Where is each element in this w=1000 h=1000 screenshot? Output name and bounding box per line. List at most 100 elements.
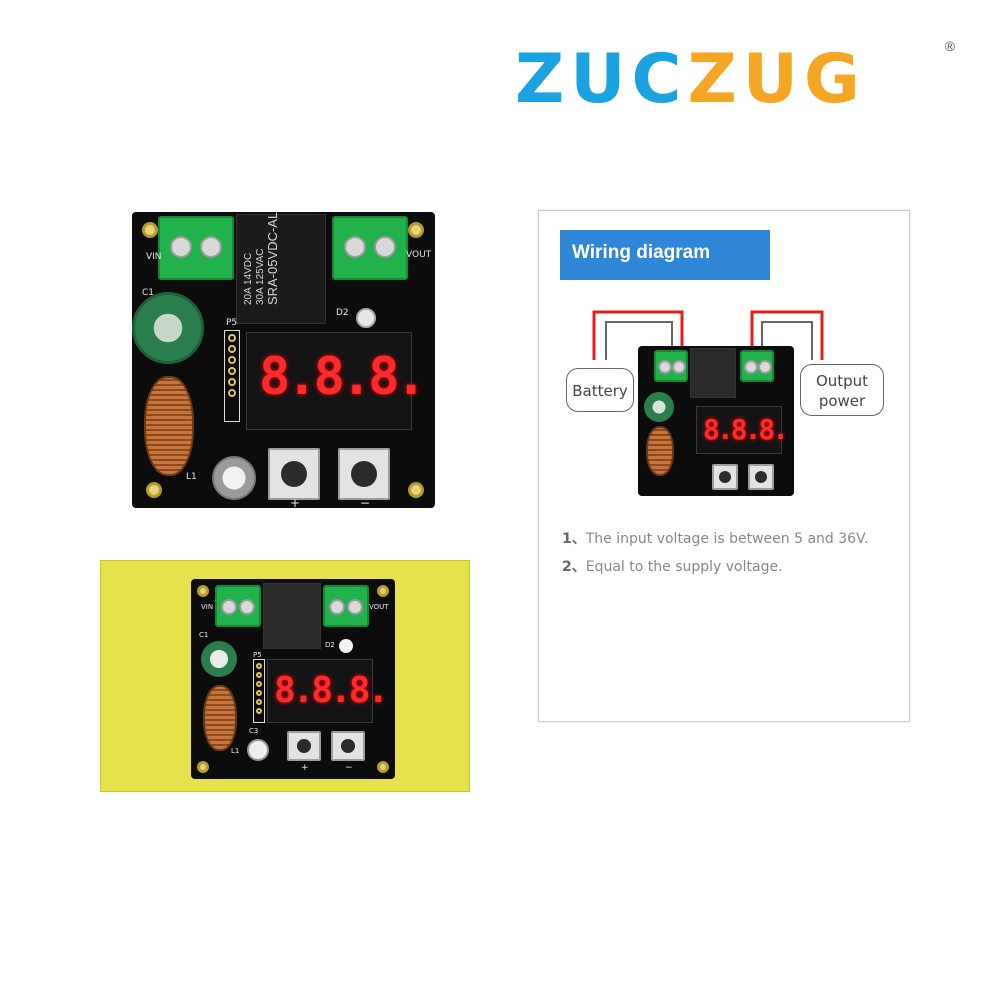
- plus-label: +: [290, 496, 301, 510]
- button-cap: [297, 739, 311, 753]
- package-label-p5: P5: [253, 651, 262, 659]
- pin: [228, 334, 236, 342]
- package-label-d2: D2: [325, 641, 335, 649]
- package-plus-button: [287, 731, 321, 761]
- diagram-capacitor: [644, 392, 674, 422]
- display-digits: 8.8.8.: [259, 347, 427, 407]
- diagram-display-digits: 8.8.8.: [703, 413, 789, 446]
- note-1: 1、The input voltage is between 5 and 36V…: [562, 528, 868, 548]
- package-display-digits: 8.8.8.: [274, 670, 389, 711]
- output-power-box: Output power: [800, 364, 884, 416]
- mount-hole: [146, 482, 162, 498]
- button-cap: [281, 461, 307, 487]
- package-capacitor: [201, 641, 237, 677]
- diagram-plus-button: [712, 464, 738, 490]
- diagram-inductor: [646, 426, 674, 476]
- wiring-lines: [592, 310, 824, 360]
- diagram-input-terminal: [654, 350, 688, 382]
- note-text: The input voltage is between 5 and 36V.: [585, 531, 869, 547]
- package-input-terminal: [215, 585, 261, 627]
- button-cap: [719, 471, 731, 483]
- mount-hole: [142, 222, 158, 238]
- screw-icon: [329, 599, 345, 615]
- screw-icon: [658, 360, 672, 374]
- seven-segment-display: 8.8.8.: [246, 332, 427, 430]
- diagram-display: 8.8.8.: [696, 406, 789, 454]
- pin: [256, 681, 262, 687]
- screw-icon: [170, 236, 192, 258]
- output-terminal: [332, 216, 408, 280]
- label-vout: VOUT: [406, 250, 432, 260]
- input-terminal: [158, 216, 234, 280]
- relay: 20A 14VDC 30A 125VAC SRA-05VDC-AL: [236, 211, 326, 324]
- pin: [228, 378, 236, 386]
- pin: [228, 389, 236, 397]
- output-label-line1: Output: [815, 372, 869, 390]
- brand-logo: ZUCZUG ®: [515, 38, 955, 120]
- diagram-output-terminal: [740, 350, 774, 382]
- button-cap: [351, 461, 377, 487]
- product-box-package: VIN VOUT C1 D2 P5 8.8.8. L1 C3 +: [100, 560, 470, 792]
- relay-text: 20A 14VDC 30A 125VAC SRA-05VDC-AL: [243, 211, 280, 305]
- package-label-c1: C1: [199, 631, 209, 639]
- logo-text-blue: ZUC: [515, 40, 688, 119]
- note-number: 2、: [562, 559, 586, 575]
- package-display: 8.8.8.: [267, 659, 389, 723]
- package-label-vin: VIN: [201, 603, 214, 611]
- package-inductor: [203, 685, 237, 751]
- diagram-minus-button: [748, 464, 774, 490]
- screw-icon: [347, 599, 363, 615]
- capacitor-c3: [212, 456, 256, 500]
- minus-label: −: [360, 496, 371, 510]
- note-text: Equal to the supply voltage.: [585, 559, 783, 575]
- label-l1: L1: [186, 472, 197, 482]
- mount-hole: [377, 761, 389, 773]
- screw-icon: [344, 236, 366, 258]
- mount-hole: [408, 222, 424, 238]
- label-d2: D2: [336, 308, 349, 318]
- mount-hole: [197, 761, 209, 773]
- pin-header: [224, 330, 240, 422]
- relay-text-line: 20A 14VDC: [243, 252, 254, 305]
- pin: [256, 672, 262, 678]
- package-minus-button: [331, 731, 365, 761]
- diagram-relay: [690, 348, 736, 398]
- note-number: 1、: [562, 531, 586, 547]
- capacitor-c1: [132, 292, 204, 364]
- mount-hole: [197, 585, 209, 597]
- pcb-board-photo: VIN 20A 14VDC 30A 125VAC SRA-05VDC-AL VO…: [132, 211, 435, 510]
- battery-box: Battery: [566, 368, 634, 412]
- inductor-l1: [144, 376, 194, 476]
- package-minus-label: −: [345, 763, 353, 773]
- diagram-title-bar: Wiring diagram: [560, 230, 770, 280]
- logo-text-orange: ZUG: [687, 40, 866, 119]
- minus-button[interactable]: [338, 448, 390, 500]
- output-label-line2: power: [818, 392, 866, 410]
- mount-hole: [377, 585, 389, 597]
- registered-mark: ®: [944, 38, 955, 54]
- package-pin-header: [253, 659, 265, 723]
- package-label-vout: VOUT: [369, 603, 389, 611]
- screw-icon: [200, 236, 222, 258]
- button-cap: [341, 739, 355, 753]
- led-d2: [356, 308, 376, 328]
- label-p5: P5: [226, 318, 238, 328]
- screw-icon: [744, 360, 758, 374]
- package-led: [339, 639, 353, 653]
- pin: [228, 367, 236, 375]
- pin: [256, 690, 262, 696]
- pin: [256, 663, 262, 669]
- relay-text-line: SRA-05VDC-AL: [265, 211, 280, 305]
- diagram-title: Wiring diagram: [572, 242, 711, 263]
- screw-icon: [239, 599, 255, 615]
- pin: [228, 356, 236, 364]
- diagram-board-drawing: 8.8.8.: [638, 346, 794, 496]
- screw-icon: [221, 599, 237, 615]
- package-label-c3: C3: [249, 727, 259, 735]
- button-cap: [755, 471, 767, 483]
- package-output-terminal: [323, 585, 369, 627]
- pin: [256, 699, 262, 705]
- plus-button[interactable]: [268, 448, 320, 500]
- package-board-image: VIN VOUT C1 D2 P5 8.8.8. L1 C3 +: [191, 579, 395, 779]
- screw-icon: [672, 360, 686, 374]
